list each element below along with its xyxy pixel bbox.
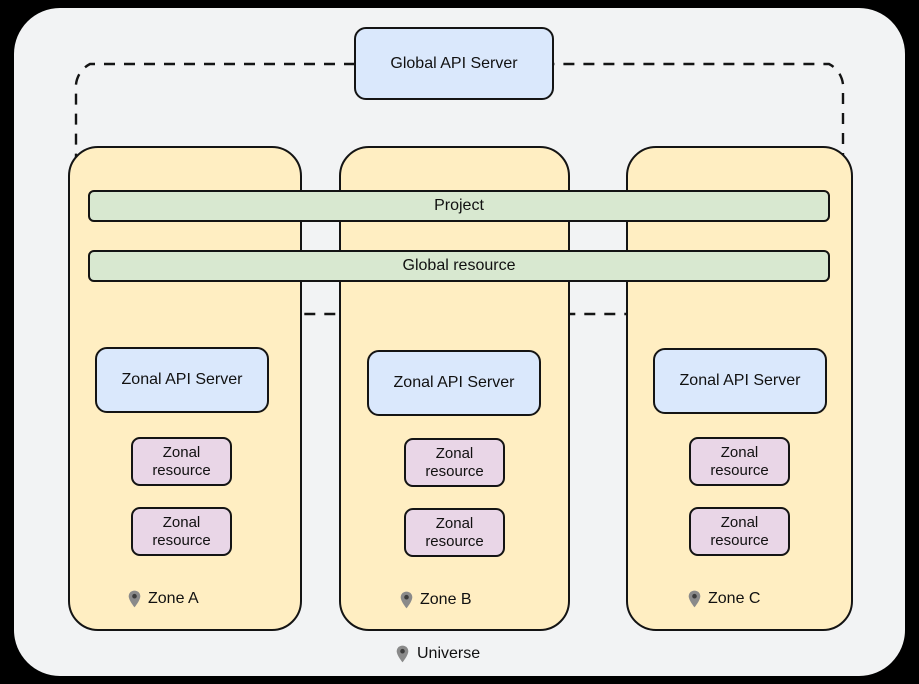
map-pin-icon bbox=[128, 590, 141, 608]
global-band-resource[interactable]: Global resource bbox=[88, 250, 830, 282]
zonal-resource-c-2[interactable]: Zonal resource bbox=[689, 507, 790, 556]
zonal-resource-a-1[interactable]: Zonal resource bbox=[131, 437, 232, 486]
zonal-resource-a-2-line2: resource bbox=[152, 531, 211, 549]
zone-label-c: Zone C bbox=[688, 590, 760, 608]
map-pin-icon bbox=[688, 590, 701, 608]
zonal-api-server-c-label: Zonal API Server bbox=[679, 372, 801, 389]
zone-label-a-text: Zone A bbox=[148, 590, 199, 607]
zonal-resource-c-1-line2: resource bbox=[710, 461, 769, 479]
global-band-project[interactable]: Project bbox=[88, 190, 830, 222]
zonal-api-server-c[interactable]: Zonal API Server bbox=[653, 348, 827, 414]
zonal-resource-b-2-line1: Zonal bbox=[435, 514, 474, 532]
zonal-resource-b-2-line2: resource bbox=[425, 532, 484, 550]
zonal-resource-b-1[interactable]: Zonal resource bbox=[404, 438, 505, 487]
global-api-server[interactable]: Global API Server bbox=[354, 27, 554, 100]
zonal-resource-b-1-line2: resource bbox=[425, 462, 484, 480]
zonal-resource-c-2-line2: resource bbox=[710, 531, 769, 549]
zonal-resource-c-1[interactable]: Zonal resource bbox=[689, 437, 790, 486]
zone-label-b: Zone B bbox=[400, 591, 472, 609]
global-band-project-label: Project bbox=[434, 197, 484, 214]
zonal-api-server-b-label: Zonal API Server bbox=[393, 374, 515, 391]
zone-label-a: Zone A bbox=[128, 590, 199, 608]
zonal-resource-a-2-line1: Zonal bbox=[162, 513, 201, 531]
zonal-resource-c-1-line1: Zonal bbox=[720, 443, 759, 461]
zone-label-c-text: Zone C bbox=[708, 590, 761, 607]
global-api-server-label: Global API Server bbox=[390, 54, 518, 72]
universe-label-text: Universe bbox=[417, 645, 481, 662]
map-pin-icon bbox=[400, 591, 413, 609]
zonal-resource-b-1-line1: Zonal bbox=[435, 444, 474, 462]
universe-label: Universe bbox=[396, 645, 480, 663]
zonal-resource-c-2-line1: Zonal bbox=[720, 513, 759, 531]
zonal-resource-a-1-line2: resource bbox=[152, 461, 211, 479]
zonal-api-server-a-label: Zonal API Server bbox=[121, 371, 243, 388]
global-band-resource-label: Global resource bbox=[402, 257, 516, 274]
zonal-resource-a-2[interactable]: Zonal resource bbox=[131, 507, 232, 556]
zonal-api-server-a[interactable]: Zonal API Server bbox=[95, 347, 269, 413]
zonal-resource-a-1-line1: Zonal bbox=[162, 443, 201, 461]
zone-label-b-text: Zone B bbox=[420, 591, 472, 608]
map-pin-icon bbox=[396, 645, 409, 663]
zonal-api-server-b[interactable]: Zonal API Server bbox=[367, 350, 541, 416]
zonal-resource-b-2[interactable]: Zonal resource bbox=[404, 508, 505, 557]
